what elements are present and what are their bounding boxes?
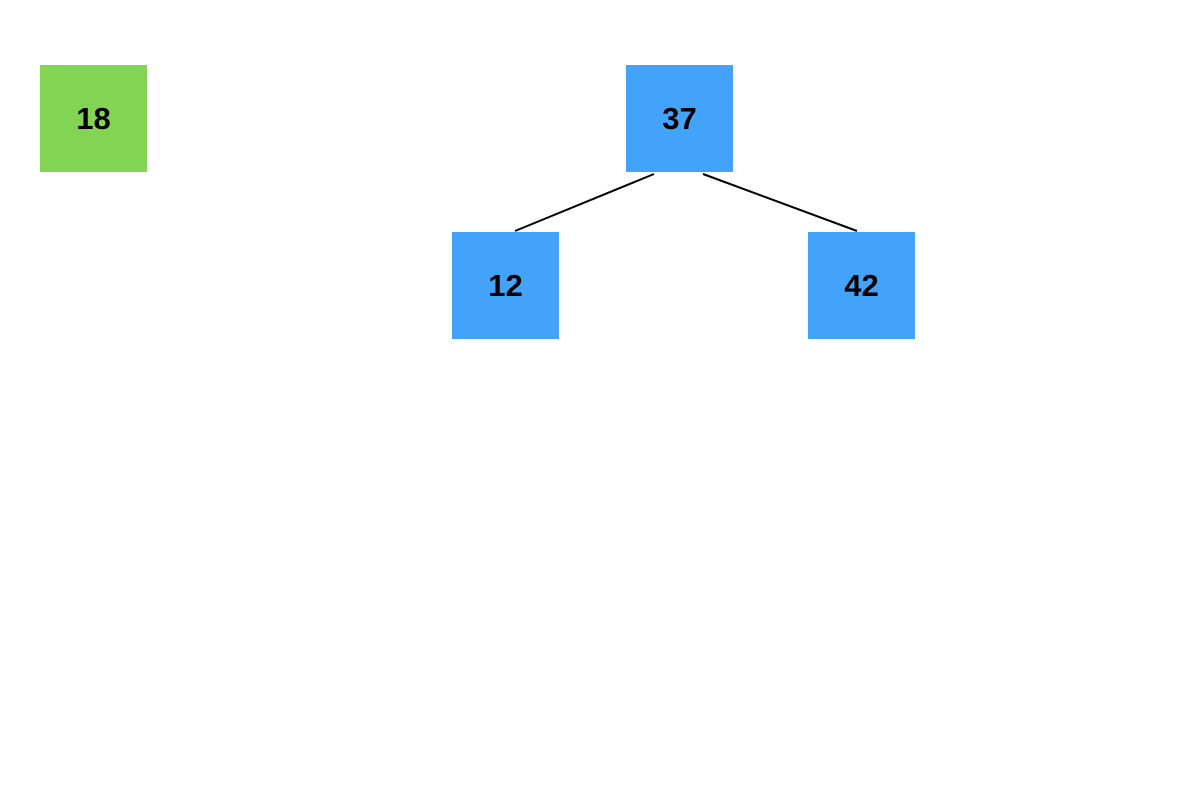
pending-node: 18 [40, 65, 147, 172]
pending-node-value: 18 [76, 100, 111, 136]
edge-root-to-left [514, 173, 655, 232]
edge-root-to-right [702, 173, 858, 232]
tree-node-left-value: 12 [488, 267, 523, 303]
tree-node-right: 42 [808, 232, 915, 339]
tree-node-root: 37 [626, 65, 733, 172]
tree-node-right-value: 42 [844, 267, 879, 303]
tree-node-left: 12 [452, 232, 559, 339]
tree-node-root-value: 37 [662, 100, 697, 136]
